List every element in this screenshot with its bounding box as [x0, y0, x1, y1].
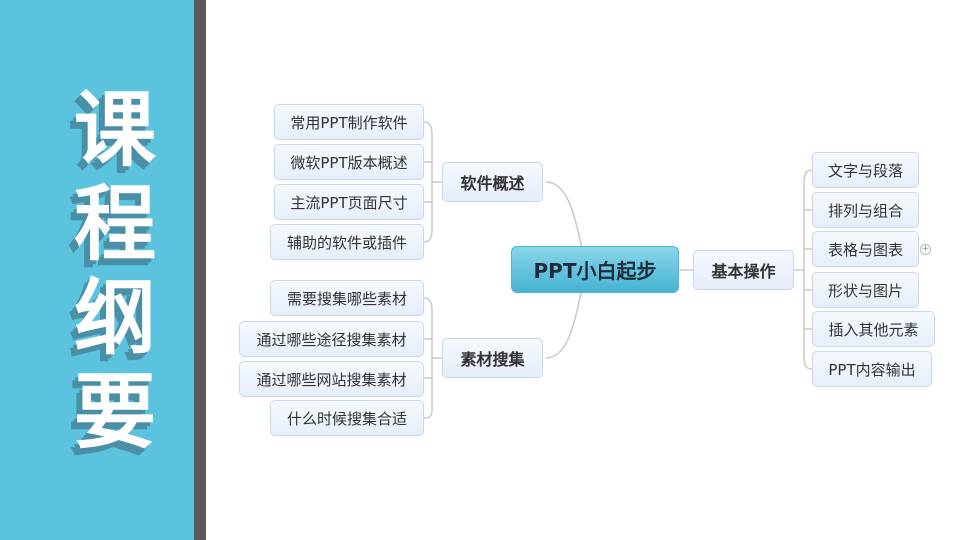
title-char-3: 纲 [73, 271, 156, 366]
leaf-collection-channels[interactable]: 通过哪些途径搜集素材 [239, 321, 424, 357]
leaf-which-materials[interactable]: 需要搜集哪些素材 [270, 280, 424, 316]
leaf-text-paragraph[interactable]: 文字与段落 [812, 152, 919, 188]
sidebar-panel: 课 程 纲 要 [0, 0, 194, 540]
branch-material-collection[interactable]: 素材搜集 [442, 338, 543, 378]
link-software-bracket [423, 121, 433, 243]
leaf-ppt-output[interactable]: PPT内容输出 [812, 351, 932, 387]
leaf-collection-websites[interactable]: 通过哪些网站搜集素材 [239, 361, 424, 397]
sidebar-divider [194, 0, 206, 540]
title-char-4: 要 [73, 365, 156, 460]
leaf-common-ppt-software[interactable]: 常用PPT制作软件 [274, 104, 424, 140]
link-materials-mid [424, 338, 442, 379]
link-materials-bracket [423, 297, 433, 419]
branch-software-overview[interactable]: 软件概述 [442, 162, 543, 202]
title-char-1: 课 [73, 83, 156, 178]
branch-basic-operations[interactable]: 基本操作 [693, 250, 794, 290]
link-basics-bracket [803, 169, 813, 370]
leaf-ppt-page-sizes[interactable]: 主流PPT页面尺寸 [274, 184, 424, 220]
leaf-arrange-group[interactable]: 排列与组合 [812, 192, 919, 228]
course-outline-title: 课 程 纲 要 [60, 84, 170, 460]
title-char-2: 程 [73, 177, 156, 272]
leaf-insert-other[interactable]: 插入其他元素 [812, 311, 935, 347]
plus-circle-icon[interactable]: + [920, 244, 931, 255]
leaf-ms-ppt-versions[interactable]: 微软PPT版本概述 [274, 144, 424, 180]
link-software-mid [424, 161, 442, 203]
leaf-shape-picture[interactable]: 形状与图片 [812, 272, 919, 308]
mindmap-root-node[interactable]: PPT小白起步 [511, 246, 679, 293]
link-basics-mid [794, 209, 812, 330]
leaf-helper-plugins[interactable]: 辅助的软件或插件 [270, 224, 424, 260]
leaf-table-chart[interactable]: 表格与图表 [812, 231, 919, 267]
leaf-when-to-collect[interactable]: 什么时候搜集合适 [270, 400, 424, 436]
